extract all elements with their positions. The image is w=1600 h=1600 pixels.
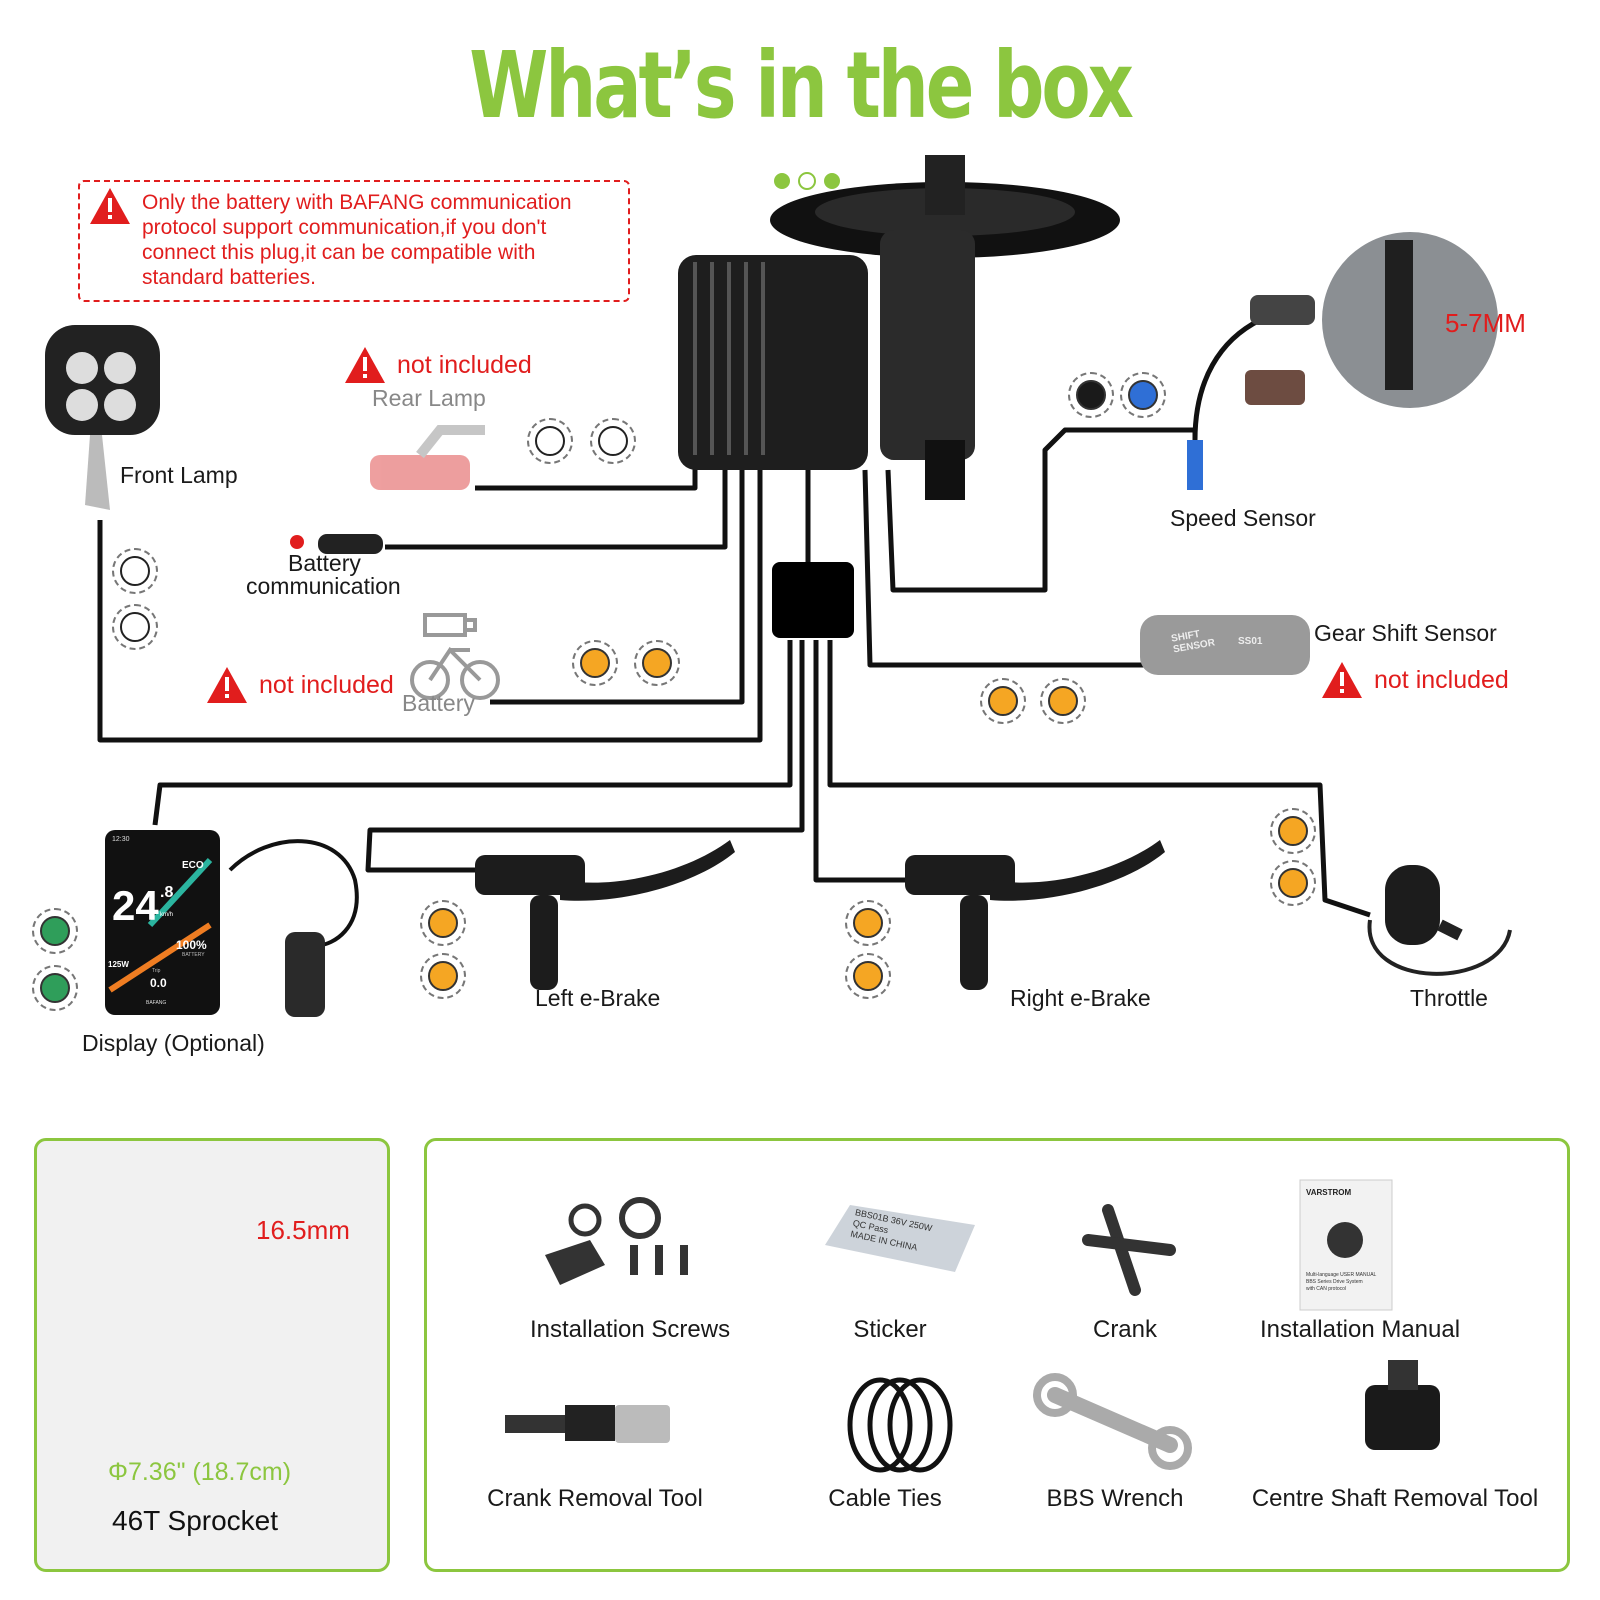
not-included-text: not included [1374,665,1509,694]
gear-sensor-not-included: not included [1320,660,1509,700]
accessory-label: Sticker [853,1316,927,1343]
sprocket-panel [34,1138,390,1572]
connector-icon [112,604,158,650]
connector-icon [527,418,573,464]
accessory-label: Centre Shaft Removal Tool [1251,1485,1539,1512]
manual-illustration [1299,1179,1393,1311]
not-included-text: not included [259,670,394,699]
battery-comm-label-1: Battery [288,550,361,576]
notice-text: Only the battery with BAFANG communicati… [142,191,572,289]
connector-icon [1270,860,1316,906]
manual-line-2: BBS Series Drive System [1306,1279,1363,1285]
motor-illustration [678,155,1120,500]
battery-comm-label-2: communication [246,573,401,599]
connector-icon [572,640,618,686]
crank-illustration [1082,1204,1176,1296]
speed-sensor-label: Speed Sensor [1170,505,1316,531]
display-trip-label: Trip [152,968,161,974]
display-speed-decimal: .8 [160,884,174,901]
display-time: 12:30 [112,836,130,843]
connector-icon [112,548,158,594]
accessory-label: Installation Screws [530,1316,731,1343]
sprocket-thickness: 16.5mm [256,1215,350,1245]
page-title: What’s in the box [469,32,1134,139]
display-trip: 0.0 [150,976,167,990]
display-battery-label: BATTERY [182,952,205,958]
crank-removal-tool-illustration [505,1405,670,1443]
gear-shift-sensor-illustration [1140,615,1310,675]
display-illustration [105,830,359,1017]
throttle-label: Throttle [1410,985,1488,1011]
installation-screws-illustration [545,1197,688,1285]
warning-icon [1322,662,1362,698]
sticker-illustration [825,1205,975,1272]
right-brake-label: Right e-Brake [1010,985,1151,1011]
manual-brand: VARSTROM [1306,1188,1352,1197]
battery-label: Battery [402,690,475,716]
manual-text: Multi-language USER MANUAL BBS Series Dr… [1306,1272,1376,1293]
connector-icon [1120,372,1166,418]
display-unit: km/h [160,912,174,918]
front-lamp-illustration [45,325,160,510]
compatibility-notice [78,180,630,302]
rear-lamp-not-included: not included [343,345,532,385]
display-label: Display (Optional) [82,1030,265,1056]
controller-box [772,562,854,638]
accessory-label: Crank Removal Tool [487,1485,703,1512]
connector-icon [420,900,466,946]
bbs-wrench-illustration [1033,1373,1192,1470]
sprocket-name: 46T Sprocket [112,1505,279,1536]
manual-line-1: Multi-language USER MANUAL [1306,1272,1377,1278]
centre-shaft-tool-illustration [1365,1360,1440,1450]
left-brake-label: Left e-Brake [535,985,661,1011]
display-speed: 24 [112,882,159,929]
connector-icon [32,908,78,954]
warning-icon [207,667,247,703]
pager-dots[interactable] [772,170,842,192]
battery-icon [410,613,500,700]
connector-icon [1040,678,1086,724]
connector-icon [980,678,1026,724]
accessory-label: Cable Ties [828,1485,942,1512]
accessory-label: BBS Wrench [1046,1485,1184,1512]
connector-icon [845,953,891,999]
rear-lamp-label: Rear Lamp [372,385,486,411]
connector-icon [1068,372,1114,418]
connector-icon [1270,808,1316,854]
display-power: 125W [108,960,129,969]
accessories-panel [424,1138,1570,1572]
accessory-label: Crank [1092,1316,1158,1343]
warning-icon [345,347,385,383]
not-included-text: not included [397,350,532,379]
connector-icon [420,953,466,999]
connector-icon [32,965,78,1011]
throttle-illustration [1367,865,1512,976]
front-lamp-label: Front Lamp [120,462,238,488]
gap-measure-label: 5-7MM [1445,308,1526,338]
connector-icon [590,418,636,464]
warning-icon [90,188,130,224]
speed-sensor-illustration [1187,295,1315,490]
right-brake-illustration [905,840,1165,990]
manual-line-3: with CAN protocol [1306,1286,1347,1292]
connector-icon [845,900,891,946]
gear-shift-sensor-label: Gear Shift Sensor [1314,620,1497,646]
sprocket-diameter: Φ7.36" (18.7cm) [108,1458,292,1486]
display-mode: ECO [182,860,204,871]
rear-lamp-illustration [370,425,485,490]
display-brand: BAFANG [146,1000,167,1006]
connector-icon [634,640,680,686]
accessory-label: Installation Manual [1259,1316,1461,1343]
battery-not-included: not included [205,665,394,705]
left-brake-illustration [475,840,735,990]
shift-sensor-model: SS01 [1238,636,1263,647]
display-battery: 100% [176,938,207,952]
cable-ties-illustration [847,1377,953,1473]
